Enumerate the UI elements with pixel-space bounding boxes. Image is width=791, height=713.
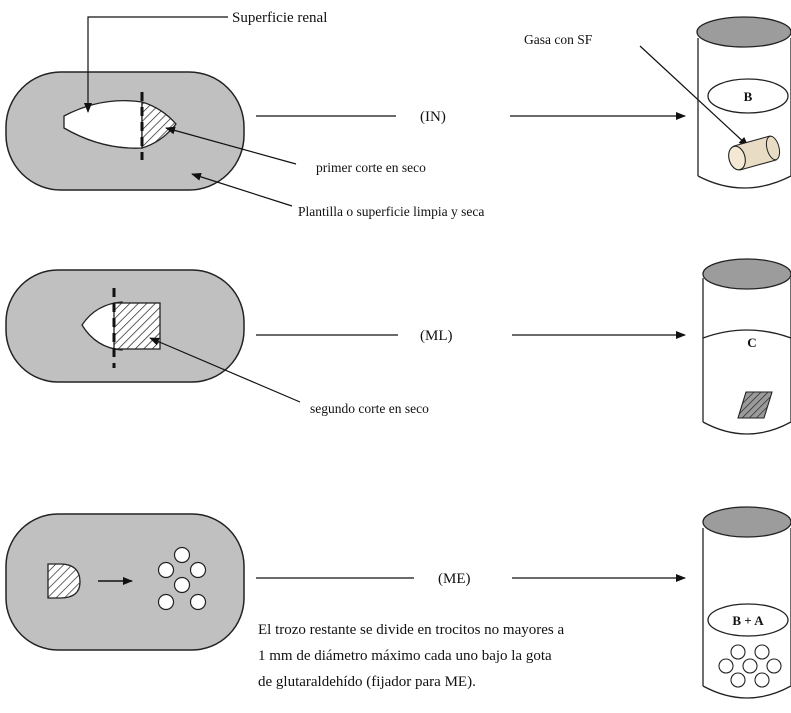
small-piece (189, 593, 207, 611)
small-pieces (157, 546, 207, 611)
row-3: (ME) El trozo restante se divide en troc… (5, 506, 791, 699)
small-piece (173, 546, 191, 564)
jar-2-liquid-line (702, 329, 791, 339)
small-piece (157, 593, 175, 611)
description-line-2: 1 mm de diámetro máximo cada uno bajo la… (258, 648, 552, 664)
leader-superficie-renal (84, 16, 228, 113)
method-label-3: (ME) (438, 571, 471, 587)
description-line-1: El trozo restante se divide en trocitos … (258, 622, 564, 638)
first-cut-piece (141, 101, 177, 149)
leader-primer-corte (165, 126, 297, 165)
leader-plantilla (191, 172, 293, 207)
jar-3-label-ellipse (707, 603, 789, 637)
label-segundo-corte: segundo corte en seco (310, 401, 429, 416)
label-primer-corte: primer corte en seco (316, 160, 426, 175)
jar-2-lid (702, 258, 791, 290)
jar-1-label-ellipse (707, 78, 789, 114)
row-1: Superficie renal primer corte en seco Pl… (5, 10, 791, 219)
remaining-piece (47, 563, 81, 599)
small-piece (157, 561, 175, 579)
jar-1-lid (696, 16, 791, 48)
jar-2: C (702, 258, 791, 435)
jar-3: B + A (702, 506, 791, 699)
jar-3-pieces (718, 644, 782, 688)
label-plantilla: Plantilla o superficie limpia y seca (298, 204, 484, 219)
jar-2-sample (737, 391, 773, 419)
method-label-1: (IN) (420, 109, 446, 125)
jar-1-label: B (744, 89, 753, 104)
jar-3-lid (702, 506, 791, 538)
small-piece (173, 576, 191, 594)
plate-3 (5, 513, 245, 651)
jar-3-label: B + A (732, 613, 764, 628)
small-piece (189, 561, 207, 579)
label-superficie-renal: Superficie renal (232, 10, 327, 26)
row-2: segundo corte en seco (ML) C (5, 258, 791, 435)
gauze-roll (728, 135, 781, 171)
second-cut-piece (113, 302, 161, 350)
jar-1: B (696, 16, 791, 189)
jar-2-label: C (747, 335, 756, 350)
leader-gasa (639, 45, 749, 147)
label-gasa-con-sf: Gasa con SF (524, 32, 593, 47)
method-label-2: (ML) (420, 328, 453, 344)
leader-segundo-corte (149, 337, 301, 403)
description-line-3: de glutaraldehído (fijador para ME). (258, 674, 476, 690)
